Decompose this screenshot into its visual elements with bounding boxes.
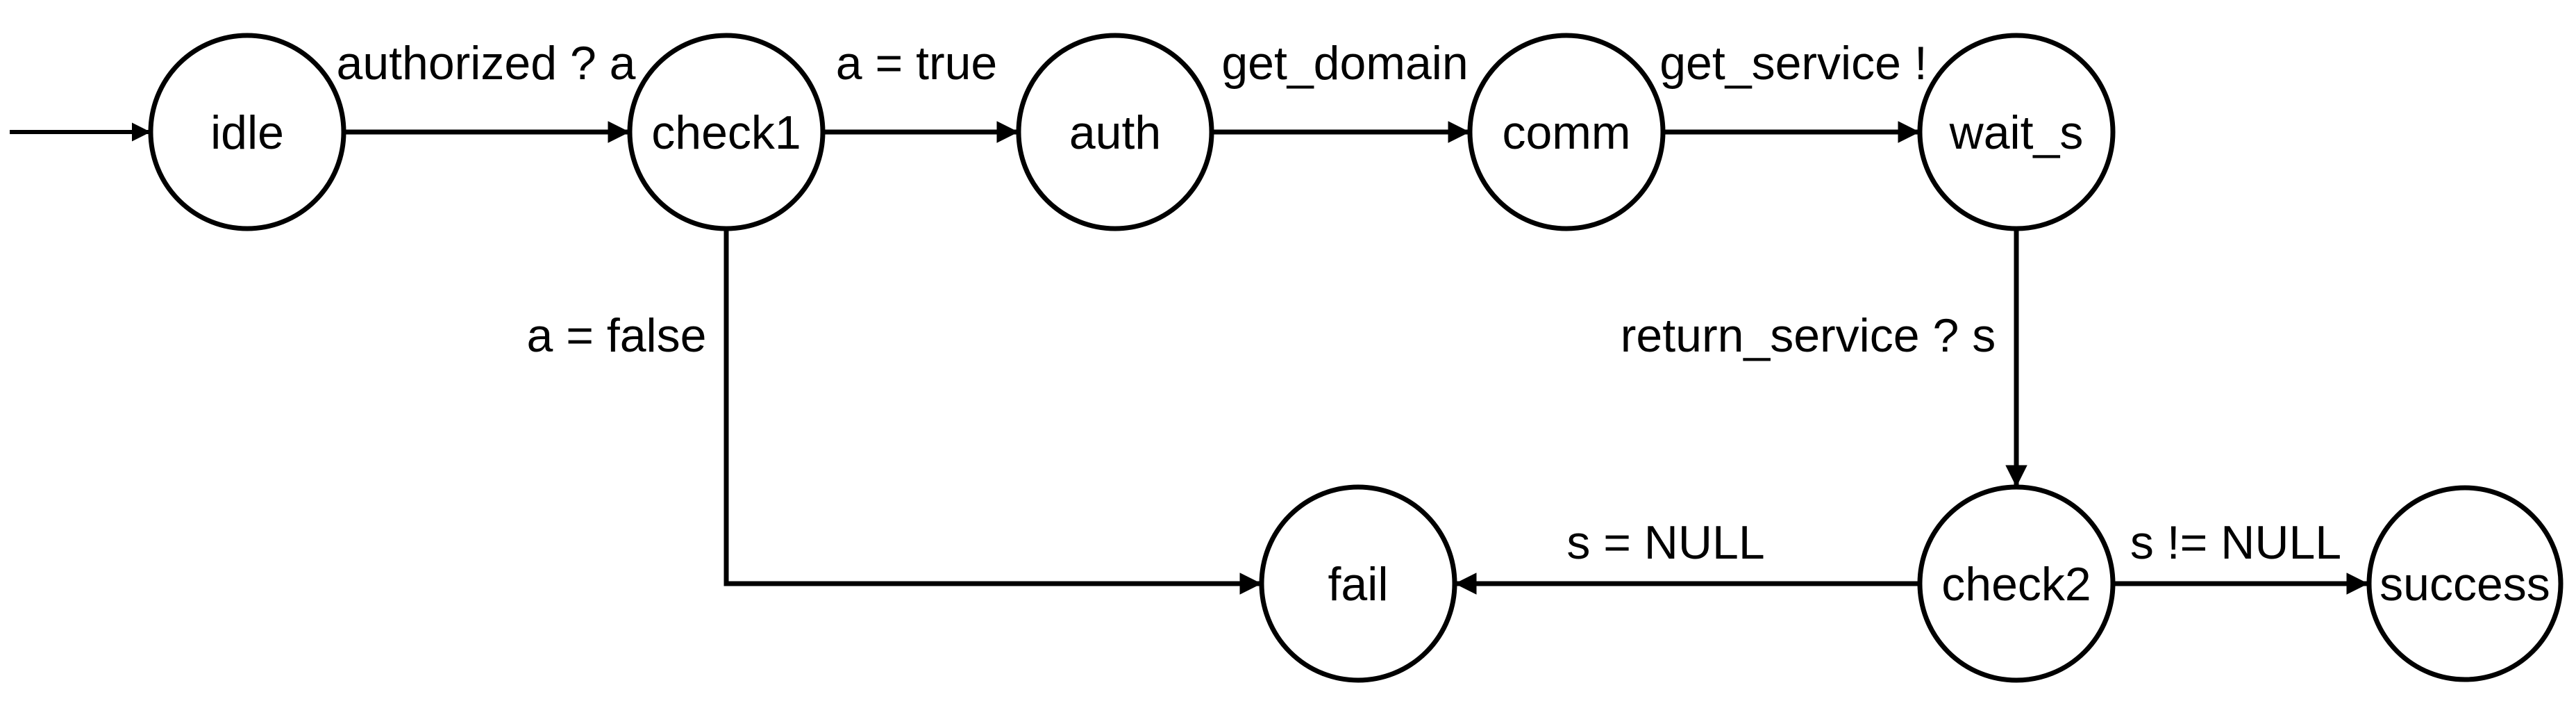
state-node-check1: check1 <box>627 33 826 231</box>
transitions: authorized ? a a = true get_domain get_s… <box>10 37 2368 595</box>
transition-label-waits-check2: return_service ? s <box>1621 309 1996 362</box>
state-node-success: success <box>2366 485 2564 682</box>
transition-label-check1-fail: a = false <box>527 309 707 362</box>
state-label-comm: comm <box>1502 106 1630 159</box>
state-label-check2: check2 <box>1941 558 2091 611</box>
state-label-idle: idle <box>210 106 284 159</box>
transition-label-auth-comm: get_domain <box>1221 37 1468 90</box>
transition-label-check1-auth: a = true <box>836 37 998 90</box>
transition-label-idle-check1: authorized ? a <box>337 37 636 90</box>
state-node-auth: auth <box>1016 33 1214 231</box>
transition-label-check2-success: s != NULL <box>2130 516 2341 569</box>
state-label-auth: auth <box>1069 106 1161 159</box>
state-node-fail: fail <box>1259 484 1457 683</box>
state-label-check1: check1 <box>651 106 801 159</box>
transition-label-check2-fail: s = NULL <box>1566 516 1764 569</box>
states: idle check1 auth comm wait_s fail check2 <box>148 33 2564 683</box>
state-label-wait_s: wait_s <box>1949 106 2084 159</box>
state-label-success: success <box>2380 558 2550 611</box>
state-node-check2: check2 <box>1917 484 2116 683</box>
state-node-comm: comm <box>1467 33 1666 231</box>
transition-check1-fail <box>724 229 1262 595</box>
state-node-wait_s: wait_s <box>1917 33 2116 231</box>
state-label-fail: fail <box>1328 558 1389 611</box>
state-node-idle: idle <box>148 33 346 231</box>
transition-label-comm-waits: get_service ! <box>1659 37 1927 90</box>
